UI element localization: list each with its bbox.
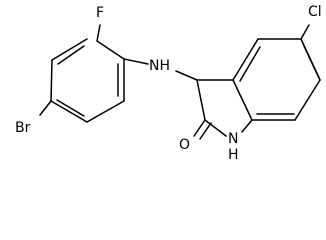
aromatic-inner-bond bbox=[57, 45, 85, 65]
bond-to-fluorine bbox=[96, 24, 101, 42]
bond-to-chlorine bbox=[300, 24, 310, 40]
bond bbox=[204, 119, 227, 137]
bond bbox=[86, 100, 125, 123]
bromofluorophenyl-ring bbox=[50, 38, 125, 123]
ring-nitrogen-label: N bbox=[228, 131, 238, 147]
bond bbox=[241, 119, 253, 133]
bond bbox=[294, 79, 321, 121]
carbonyl-bond bbox=[199, 122, 212, 140]
fluorine-label: F bbox=[96, 5, 104, 21]
bond bbox=[50, 59, 53, 102]
bond-nh-to-c3 bbox=[175, 70, 198, 81]
aromatic-inner-bond bbox=[56, 99, 85, 117]
bond bbox=[232, 38, 259, 81]
bond-to-bromine bbox=[39, 100, 52, 116]
bond bbox=[196, 79, 206, 121]
bond bbox=[50, 100, 88, 123]
indolinone-core bbox=[196, 38, 321, 137]
ring-hydrogen-label: H bbox=[228, 147, 239, 163]
aromatic-inner-bond bbox=[239, 46, 261, 82]
carbonyl-oxygen-label: O bbox=[179, 137, 190, 153]
amine-label: NH bbox=[149, 58, 170, 74]
aromatic-inner-bond bbox=[303, 45, 321, 81]
molecule-structure: Cl F Br NH N H O bbox=[15, 4, 322, 163]
chlorine-label: Cl bbox=[308, 4, 322, 20]
bond bbox=[232, 79, 253, 121]
bromine-label: Br bbox=[15, 120, 31, 136]
carbonyl-bond bbox=[193, 119, 206, 137]
bond bbox=[96, 40, 125, 60]
bond-ring-to-nh bbox=[123, 58, 149, 65]
bond bbox=[51, 38, 88, 61]
